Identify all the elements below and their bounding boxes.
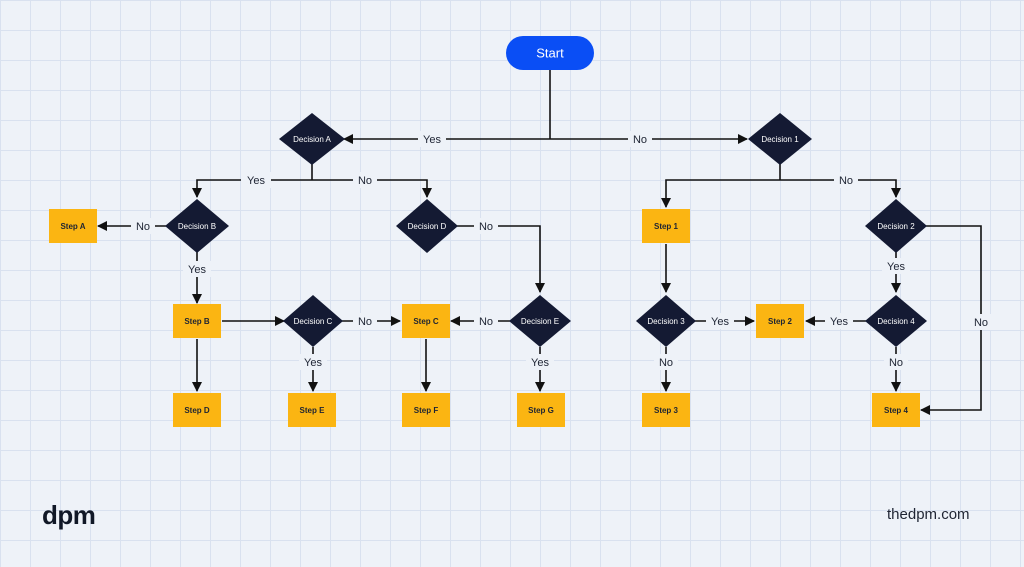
step-2-node[interactable]: Step 2 [756,304,804,338]
step-4-node[interactable]: Step 4 [872,393,920,427]
step-f-label: Step F [414,406,439,415]
step-a-node[interactable]: Step A [49,209,97,243]
decision-b-label: Decision B [178,222,216,231]
decision-4-label: Decision 4 [877,317,915,326]
decision-a-node[interactable]: Decision A [279,113,345,165]
edge-label-no: No [358,175,372,187]
step-2-label: Step 2 [768,317,793,326]
edge-label-no: No [479,316,493,328]
decision-1-label: Decision 1 [761,135,799,144]
site-url: thedpm.com [887,506,970,523]
edge-label-no: No [659,357,673,369]
edge-label-yes: Yes [830,316,848,328]
decision-c-label: Decision C [294,317,333,326]
edge-label-no: No [358,316,372,328]
decision-4-node[interactable]: Decision 4 [865,295,927,347]
step-c-node[interactable]: Step C [402,304,450,338]
edge-label-yes: Yes [531,357,549,369]
connector-decision-a-yes [192,179,312,198]
step-4-label: Step 4 [884,406,909,415]
edge-label-no: No [839,175,853,187]
decision-d-node[interactable]: Decision D [396,199,458,253]
step-1-label: Step 1 [654,222,679,231]
edge-label-yes: Yes [711,316,729,328]
step-c-label: Step C [413,317,439,326]
decision-b-node[interactable]: Decision B [165,199,229,253]
edge-label-yes: Yes [887,261,905,273]
decision-d-label: Decision D [408,222,447,231]
edge-label-no: No [479,221,493,233]
decision-c-node[interactable]: Decision C [283,295,343,347]
step-b-label: Step B [184,317,210,326]
edge-label-yes: Yes [188,264,206,276]
step-f-node[interactable]: Step F [402,393,450,427]
connector-decision-1-left [661,179,780,208]
decision-2-node[interactable]: Decision 2 [865,199,927,253]
decision-e-node[interactable]: Decision E [509,295,571,347]
step-d-label: Step D [184,406,210,415]
step-e-node[interactable]: Step E [288,393,336,427]
edge-label-no: No [633,134,647,146]
step-3-label: Step 3 [654,406,679,415]
step-g-node[interactable]: Step G [517,393,565,427]
edge-label-yes: Yes [304,357,322,369]
edge-label-yes: Yes [423,134,441,146]
step-d-node[interactable]: Step D [173,393,221,427]
step-3-node[interactable]: Step 3 [642,393,690,427]
connector-decision-a-no [312,179,432,198]
decision-1-node[interactable]: Decision 1 [748,113,812,165]
edge-label-yes: Yes [247,175,265,187]
start-label: Start [536,46,564,61]
decision-3-label: Decision 3 [647,317,685,326]
step-a-label: Step A [60,222,85,231]
decision-2-label: Decision 2 [877,222,915,231]
connector-decision-d-no [457,225,545,293]
connector-decision-1-no [780,179,901,198]
dpm-logo: dpm [42,500,96,530]
edge-label-no: No [889,357,903,369]
edge-label-no: No [974,317,988,329]
step-1-node[interactable]: Step 1 [642,209,690,243]
decision-e-label: Decision E [521,317,559,326]
step-e-label: Step E [300,406,326,415]
step-g-label: Step G [528,406,554,415]
step-b-node[interactable]: Step B [173,304,221,338]
edge-label-no: No [136,221,150,233]
decision-3-node[interactable]: Decision 3 [636,295,696,347]
decision-a-label: Decision A [293,135,331,144]
start-node[interactable]: Start [506,36,594,70]
